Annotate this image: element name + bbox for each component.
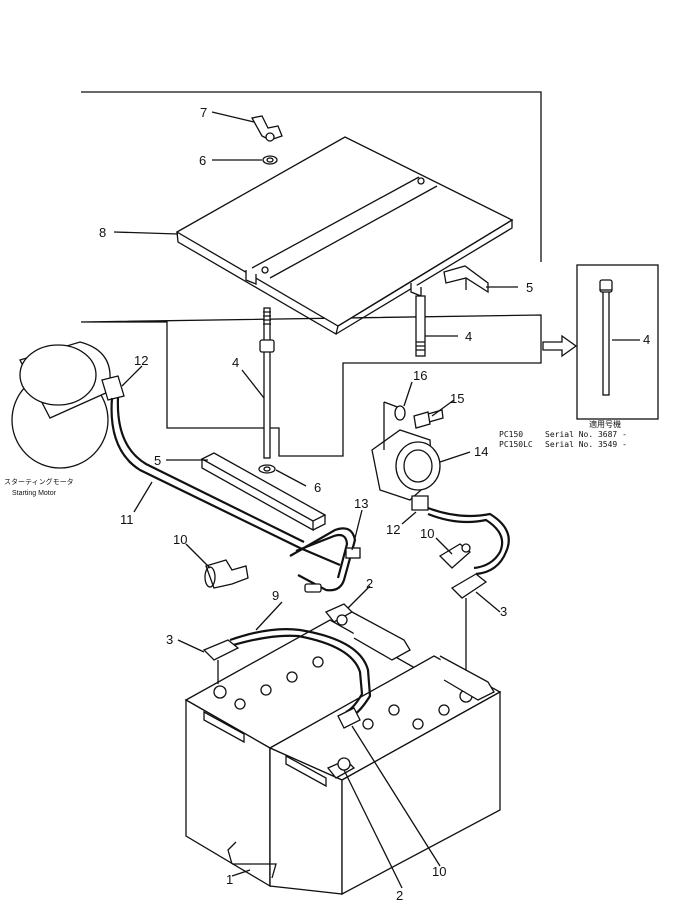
- rod-left: [259, 307, 275, 459]
- lock-washer: [394, 405, 406, 421]
- callout-14: 14: [474, 444, 488, 459]
- callout-12-left: 12: [134, 353, 148, 368]
- cable-relay-b: [427, 512, 504, 570]
- bracket-lower: [200, 452, 327, 532]
- callout-13: 13: [354, 496, 368, 511]
- callout-6-upper: 6: [199, 153, 206, 168]
- washer-upper: [262, 155, 278, 165]
- callout-5-lower: 5: [154, 453, 161, 468]
- terminal-right: [450, 573, 488, 680]
- terminal-bottom: [326, 707, 361, 779]
- callout-2-bottom: 2: [396, 888, 403, 903]
- serial-model-1: PC150: [499, 430, 523, 439]
- cable-starter: [110, 397, 341, 567]
- serial-header: 適用号機: [589, 419, 621, 429]
- rod-cover: [415, 295, 426, 357]
- serial-inset: [542, 264, 659, 420]
- callout-8: 8: [99, 225, 106, 240]
- leader-lines: [113, 111, 640, 889]
- cable-battery-link: [229, 628, 372, 717]
- battery-cover: [175, 136, 514, 335]
- callout-10-right: 10: [420, 526, 434, 541]
- callout-2-top: 2: [366, 576, 373, 591]
- callout-3-right: 3: [500, 604, 507, 619]
- callout-4-inset: 4: [643, 332, 650, 347]
- serial-number-1: Serial No. 3687 -: [545, 430, 627, 439]
- callout-11: 11: [120, 512, 134, 527]
- callout-3-left: 3: [166, 632, 173, 647]
- cable-starter-b: [116, 397, 305, 543]
- starting-motor-label-jp: スターティングモータ: [4, 477, 74, 486]
- callout-5-upper: 5: [526, 280, 533, 295]
- callout-10-left: 10: [173, 532, 187, 547]
- cable-relay: [427, 506, 510, 576]
- terminal-top: [324, 603, 354, 626]
- battery-right: [268, 655, 502, 896]
- callout-4-cover: 4: [465, 329, 472, 344]
- starting-motor-label-en: Starting Motor: [12, 490, 57, 497]
- callout-15: 15: [450, 391, 464, 406]
- callout-1: 1: [226, 872, 233, 887]
- terminal-cover-right: [438, 543, 472, 569]
- battery-relay: [371, 401, 441, 511]
- callout-7: 7: [200, 105, 207, 120]
- washer-lower: [258, 464, 276, 474]
- starting-motor: [11, 341, 125, 469]
- serial-model-2: PC150LC: [499, 440, 533, 449]
- group-outline: [80, 91, 542, 457]
- callout-12-right: 12: [386, 522, 400, 537]
- cable-loop: [289, 527, 361, 593]
- cable-battery-link-b: [229, 634, 364, 713]
- callout-6-lower: 6: [314, 480, 321, 495]
- arrow-icon: [542, 334, 578, 358]
- callout-4-left: 4: [232, 355, 239, 370]
- callout-16: 16: [413, 368, 427, 383]
- wing-nut: [250, 115, 283, 142]
- callout-9: 9: [272, 588, 279, 603]
- bracket-upper: [443, 265, 489, 294]
- bolt: [413, 409, 444, 429]
- callout-10-bottom: 10: [432, 864, 446, 879]
- serial-number-2: Serial No. 3549 -: [545, 440, 627, 449]
- terminal-cover-left: [204, 559, 249, 589]
- terminal-left: [202, 639, 240, 684]
